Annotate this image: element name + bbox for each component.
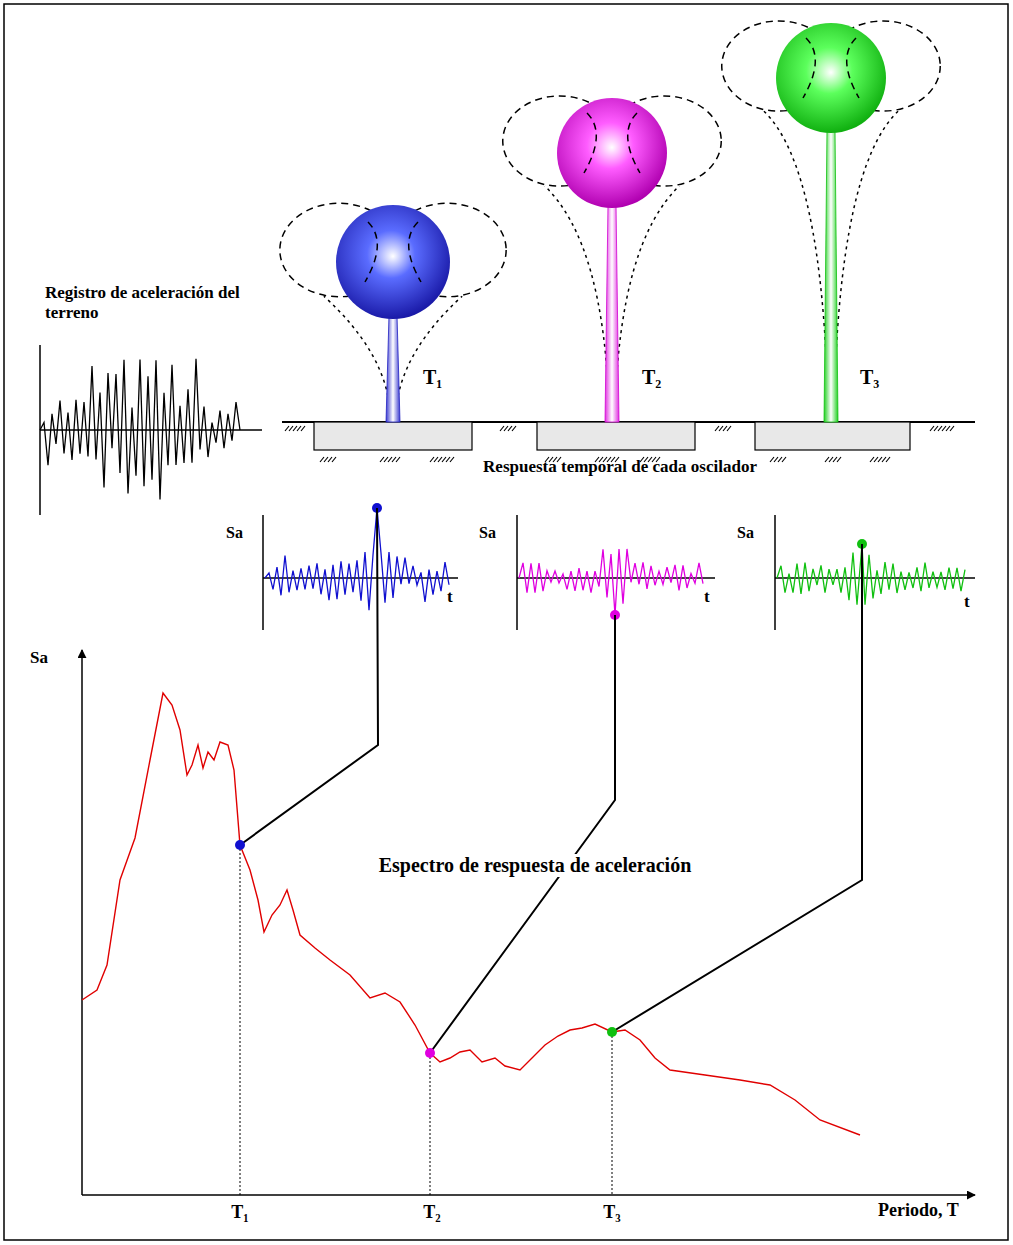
- period-label: T₁: [423, 366, 442, 389]
- axis-label: t: [704, 587, 710, 607]
- axis-title: Periodo, T: [878, 1200, 959, 1221]
- period-guide: [430, 1053, 431, 1195]
- response-plot-1: [263, 503, 458, 630]
- axis-label: Sa: [30, 648, 48, 668]
- axis-label: Sa: [479, 524, 496, 542]
- axis-label: t: [964, 592, 970, 612]
- response-plot-3: [775, 515, 975, 630]
- leader-line: [240, 508, 378, 845]
- spectrum-point: [235, 840, 245, 850]
- axis-label: Sa: [226, 524, 243, 542]
- period-label: T₂: [642, 366, 661, 389]
- spectrum-axes: [82, 650, 975, 1195]
- spectrum-point: [607, 1027, 617, 1037]
- record-title: Registro de aceleración del terreno: [45, 283, 245, 322]
- ground: [282, 422, 975, 462]
- period-tick-label: T₃: [603, 1202, 620, 1223]
- oscillator-3: [722, 21, 941, 422]
- spectrum-point: [425, 1048, 435, 1058]
- axis-label: Sa: [737, 524, 754, 542]
- frame: [4, 4, 1008, 1240]
- period-guide: [612, 1032, 613, 1195]
- period-label: T₃: [860, 366, 879, 389]
- leader-line: [430, 615, 615, 1053]
- period-tick-label: T₁: [231, 1202, 248, 1223]
- response-spectrum: [82, 693, 860, 1135]
- response-plot-2: [517, 515, 715, 630]
- acceleration-record: [40, 345, 262, 515]
- section-title: Respuesta temporal de cada oscilador: [483, 457, 757, 477]
- leader-line: [612, 544, 862, 1032]
- period-tick-label: T₂: [423, 1202, 440, 1223]
- period-guide: [240, 845, 241, 1195]
- oscillator-2: [503, 96, 722, 422]
- axis-label: t: [447, 587, 453, 607]
- oscillator-1: [280, 203, 506, 422]
- spectrum-title: Espectro de respuesta de aceleración: [377, 854, 694, 877]
